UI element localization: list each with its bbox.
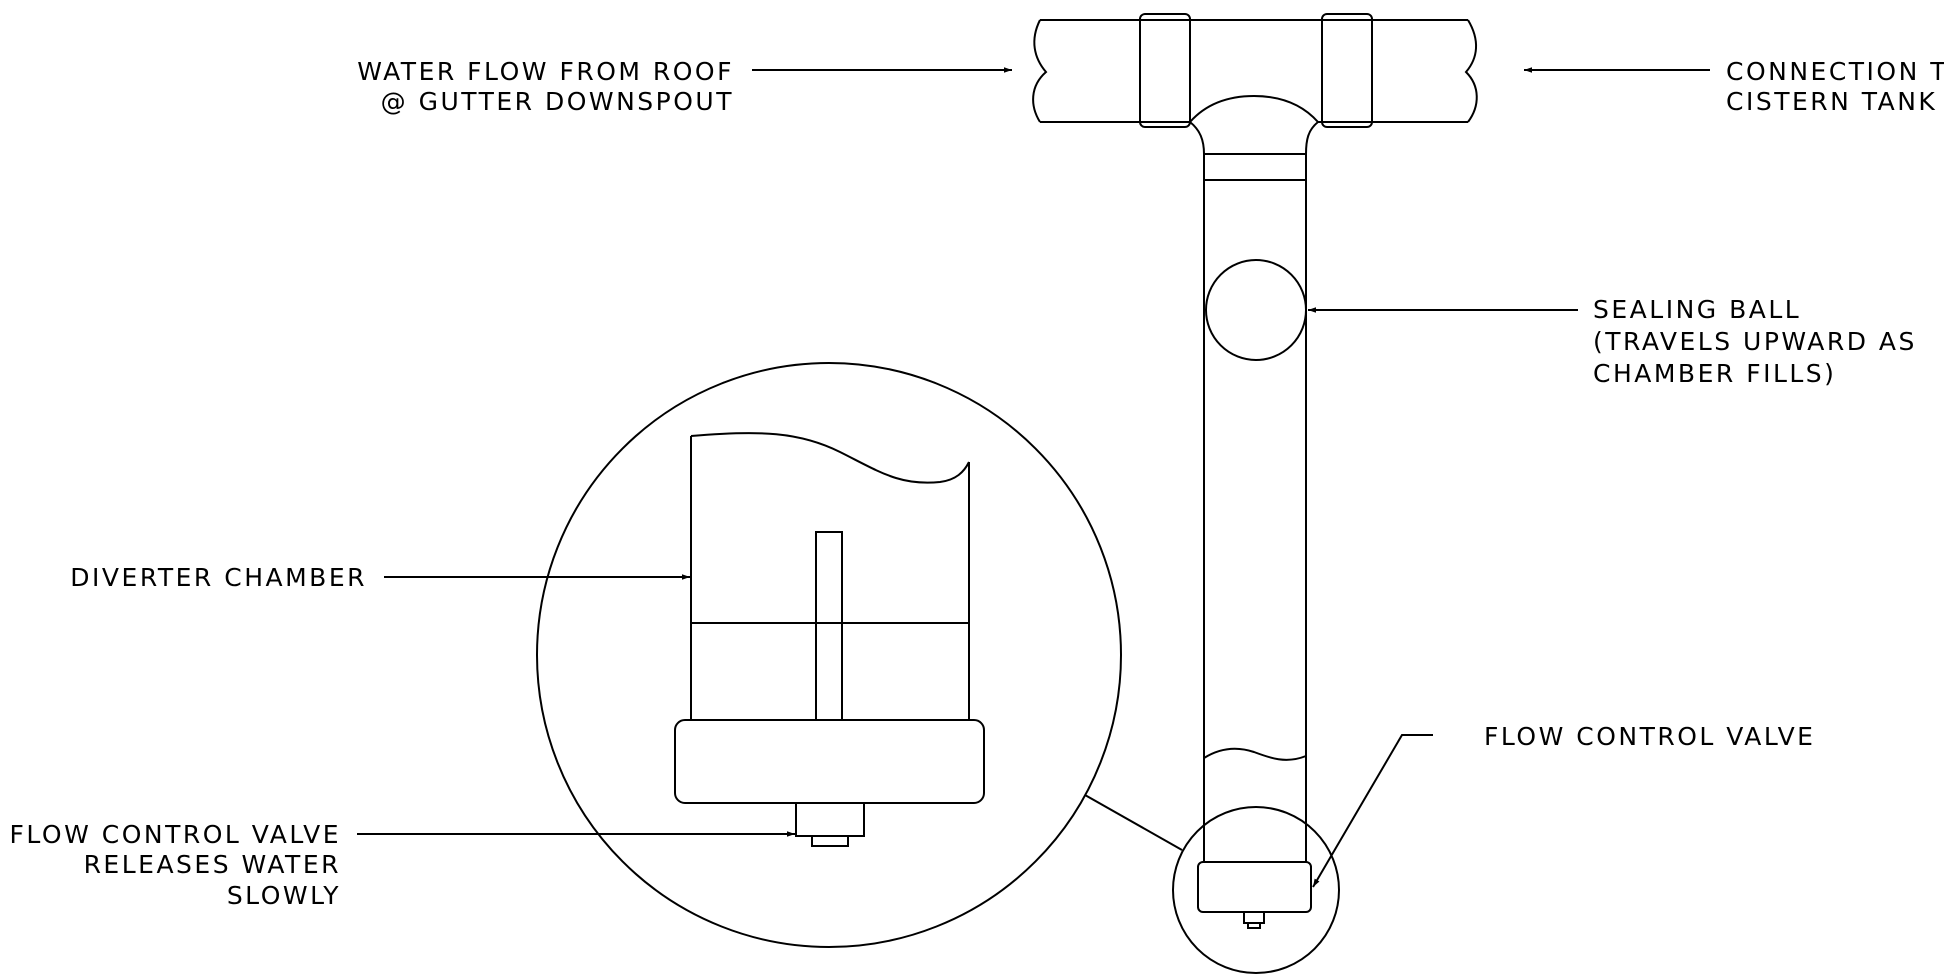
water-level-wave <box>1203 747 1307 761</box>
pipe-right-break <box>1464 19 1478 123</box>
tee-junction-fillet-right <box>1305 121 1319 155</box>
detail-end-cap <box>674 719 985 804</box>
detail-connector-line <box>1084 794 1183 851</box>
tee-junction-fillet-left <box>1189 121 1205 155</box>
detail-view <box>536 362 1122 948</box>
sealing-ball-label-line1: SEALING BALL <box>1593 295 1801 324</box>
detail-valve-label-line1: FLOW CONTROL VALVE <box>10 820 341 849</box>
diverter-chamber-label: DIVERTER CHAMBER <box>70 563 367 592</box>
chamber-center-rod <box>815 531 843 721</box>
water-flow-label-line1: WATER FLOW FROM ROOF <box>357 57 734 86</box>
valve-assembly <box>1172 806 1340 974</box>
chamber-top-wave <box>690 432 970 484</box>
flow-control-valve-leader <box>1312 734 1433 888</box>
detail-valve-label-line2: RELEASES WATER <box>84 850 341 879</box>
detail-circle <box>536 362 1122 948</box>
sealing-ball-label-line2: (TRAVELS UPWARD AS <box>1593 327 1917 356</box>
flow-control-valve-label: FLOW CONTROL VALVE <box>1484 722 1815 751</box>
tee-junction-dome <box>1189 94 1319 123</box>
end-cap <box>1197 861 1312 913</box>
water-flow-label-line2: @ GUTTER DOWNSPOUT <box>381 87 734 116</box>
valve-stub <box>1243 911 1265 924</box>
sealing-ball-label-line3: CHAMBER FILLS) <box>1593 359 1836 388</box>
sealing-ball <box>1205 259 1307 361</box>
valve-stub-tip <box>1247 922 1261 929</box>
detail-valve-body <box>795 802 865 837</box>
detail-valve-label-line3: SLOWLY <box>227 881 341 910</box>
horizontal-pipe <box>1032 13 1478 155</box>
cistern-label-line2: CISTERN TANK <box>1726 87 1937 116</box>
pipe-coupling-left <box>1139 13 1191 128</box>
pipe-left-break <box>1032 19 1048 123</box>
vertical-diverter-pipe <box>1203 153 1307 862</box>
cistern-label-line1: CONNECTION TO <box>1726 57 1944 86</box>
detail-valve-tip <box>811 835 849 847</box>
pipe-coupling-right <box>1321 13 1373 128</box>
detail-reference-circle <box>1172 806 1340 974</box>
